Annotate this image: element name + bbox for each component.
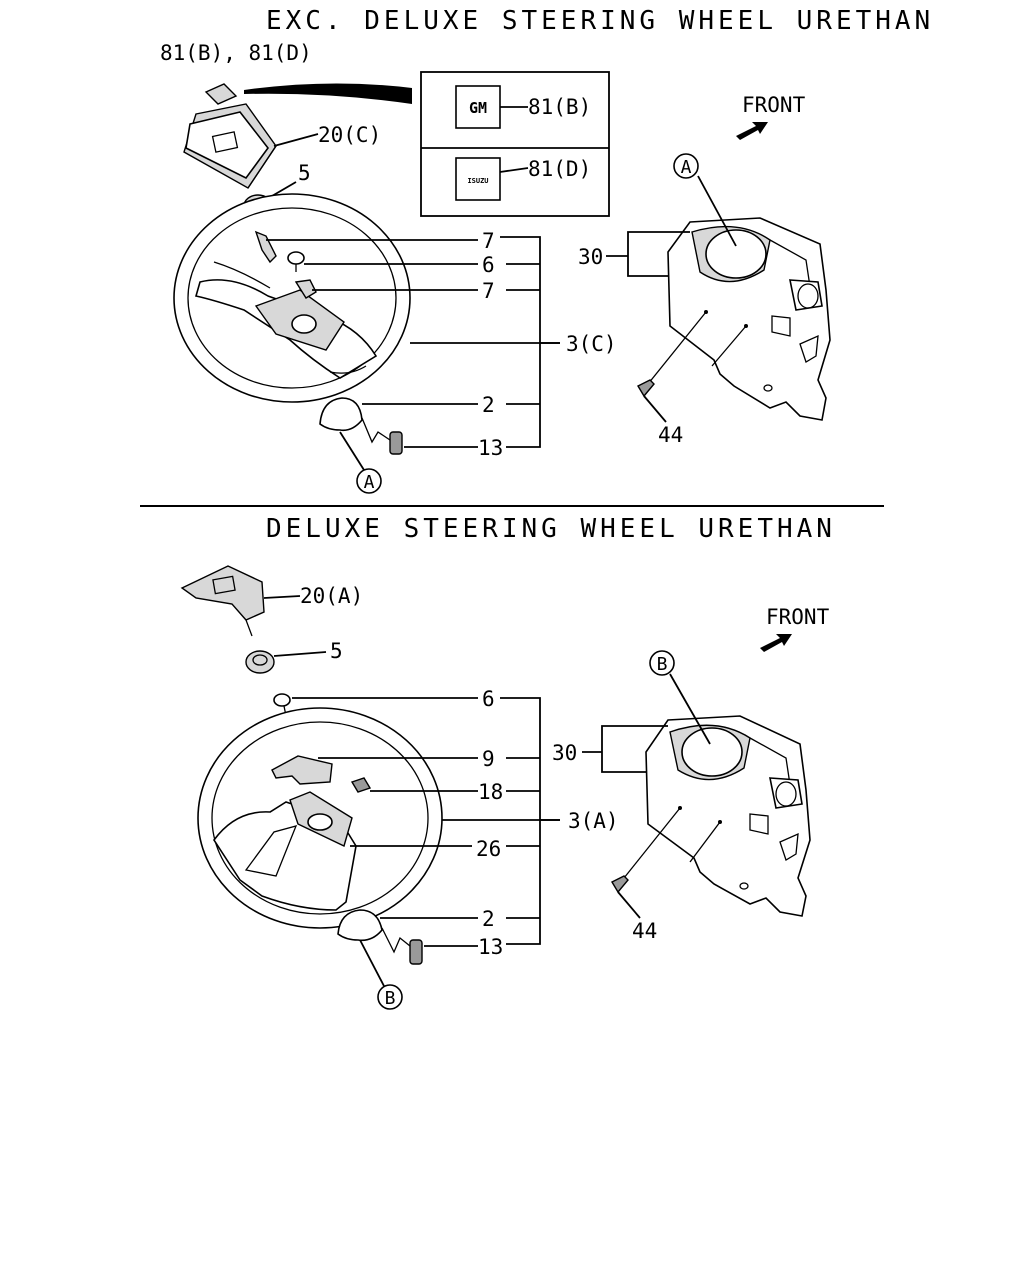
section-2-title: DELUXE STEERING WHEEL URETHAN — [266, 514, 836, 544]
ref-circle-a-wheel — [356, 468, 382, 494]
nut-label: 5 — [298, 161, 311, 185]
gm-emblem-text: GM — [469, 99, 487, 117]
section-deluxe: DELUXE STEERING WHEEL URETHAN 20(A) 5 6 — [180, 514, 836, 1010]
tapping-screw-label-2: 44 — [632, 919, 657, 943]
ring-part — [319, 397, 363, 432]
ref-circle-a-cover — [673, 153, 699, 179]
front-label-2: FRONT — [766, 605, 830, 629]
front-arrow-icon — [736, 122, 768, 140]
front-arrow-icon-2 — [760, 634, 792, 652]
tapping-screw-part-2 — [611, 875, 629, 894]
clip-lower-label: 7 — [482, 279, 495, 303]
isuzu-emblem-text: ISUZU — [467, 177, 488, 185]
section-1-title: EXC. DELUXE STEERING WHEEL URETHAN — [266, 6, 934, 36]
pad-a-label: 20(A) — [300, 584, 363, 608]
horn-pad-20c — [183, 103, 277, 189]
leader-30-bracket-2 — [601, 725, 668, 773]
ref-a-wheel-text: A — [364, 472, 375, 493]
ring-label-2: 2 — [482, 907, 495, 931]
column-cover-30-2 — [645, 715, 811, 917]
bracket-label: 9 — [482, 747, 495, 771]
bolt-part-2 — [409, 939, 423, 965]
cover-label-2: 30 — [552, 741, 577, 765]
emblem-d-label: 81(D) — [528, 157, 591, 181]
clip-upper-label: 7 — [482, 229, 495, 253]
steering-wheel-3c — [173, 193, 411, 403]
ref-b-wheel-text: B — [385, 988, 396, 1009]
leader-5 — [271, 181, 297, 197]
horn-plate-label: 26 — [476, 837, 501, 861]
tapping-screw-part — [637, 379, 655, 398]
ref-b-cover-text: B — [657, 654, 668, 675]
cover-label: 30 — [578, 245, 603, 269]
screw-label: 6 — [482, 253, 495, 277]
clip-lower-part — [294, 279, 317, 299]
ref-circle-b-wheel — [377, 984, 403, 1010]
leader-20a — [263, 595, 301, 599]
pad-label: 20(C) — [318, 123, 381, 147]
wheel-a-label: 3(A) — [568, 809, 619, 833]
emblem-b-label: 81(B) — [528, 95, 591, 119]
emblem-callout-wedge — [244, 83, 412, 104]
emblems-ref-label: 81(B), 81(D) — [160, 41, 312, 65]
bolt-label: 13 — [478, 436, 503, 460]
leader-20c — [273, 133, 319, 147]
leader-5-2 — [273, 651, 327, 657]
wheel-label: 3(C) — [566, 332, 617, 356]
leader-30-bracket — [627, 231, 690, 277]
callout-bracket-2 — [500, 697, 560, 945]
callout-bracket — [500, 236, 560, 448]
screw-part — [287, 251, 305, 265]
screw-label-2: 6 — [482, 687, 495, 711]
column-cover-30 — [667, 217, 831, 421]
gm-emblem-part — [455, 85, 501, 129]
emblem-inset-box: GM 81(B) ISUZU 81(D) — [420, 71, 610, 217]
horn-pad-20a — [180, 565, 265, 637]
ref-circle-b-cover — [649, 650, 675, 676]
ring-label: 2 — [482, 393, 495, 417]
bolt-label-2: 13 — [478, 935, 503, 959]
section-exc-deluxe: EXC. DELUXE STEERING WHEEL URETHAN 81(B)… — [160, 6, 934, 494]
bracket-9-part — [271, 755, 333, 785]
nut-part-2 — [245, 650, 275, 674]
leader-44-2 — [617, 891, 641, 919]
isuzu-emblem-part — [455, 157, 501, 201]
bolt-part — [389, 431, 403, 455]
switch-18-part — [350, 777, 372, 793]
switch-label: 18 — [478, 780, 503, 804]
screw-part-2 — [273, 693, 291, 707]
nut-label-2: 5 — [330, 639, 343, 663]
tapping-screw-label: 44 — [658, 423, 683, 447]
ring-part-2 — [337, 909, 383, 942]
emblem-part — [204, 83, 238, 105]
ref-a-cover-text: A — [681, 157, 692, 178]
steering-wheel-3a — [197, 707, 443, 929]
front-label: FRONT — [742, 93, 806, 117]
clip-upper-part — [254, 230, 277, 264]
leader-44 — [643, 395, 667, 423]
